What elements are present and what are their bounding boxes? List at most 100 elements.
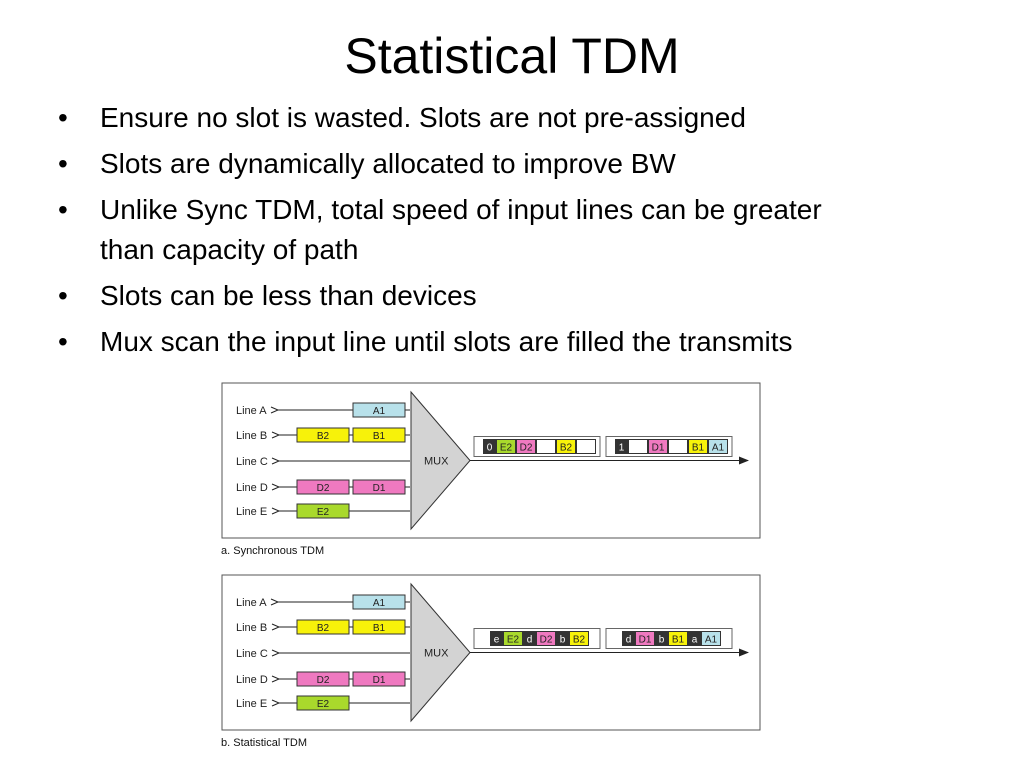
line-arrow-icon bbox=[271, 483, 281, 491]
data-unit bbox=[352, 402, 406, 418]
frame-slot bbox=[668, 631, 688, 646]
line-label: Line D bbox=[236, 482, 268, 494]
frame-slot bbox=[536, 439, 556, 454]
sync-caption: a. Synchronous TDM bbox=[221, 545, 324, 557]
line-arrow-icon bbox=[270, 598, 280, 606]
mux-label: MUX bbox=[424, 648, 449, 660]
line-label: Line A bbox=[236, 597, 267, 609]
data-unit-label: E2 bbox=[317, 699, 330, 710]
frame-slot bbox=[556, 439, 576, 454]
data-unit bbox=[296, 479, 350, 495]
data-unit-label: D1 bbox=[373, 483, 386, 494]
frame-slot-label: 0 bbox=[487, 443, 493, 454]
frame-slot bbox=[615, 439, 628, 454]
bullet-glyph: • bbox=[58, 148, 68, 179]
frame-slot-label: e bbox=[494, 635, 500, 646]
bullet-glyph: • bbox=[58, 280, 68, 311]
data-unit-label: A1 bbox=[373, 598, 386, 609]
data-unit bbox=[296, 671, 350, 687]
bullet-item: • Ensure no slot is wasted. Slots are no… bbox=[56, 98, 986, 138]
frame-slot bbox=[496, 439, 516, 454]
frame-slot-label: B2 bbox=[560, 443, 573, 454]
line-label: Line A bbox=[236, 405, 267, 417]
stat-caption: b. Statistical TDM bbox=[221, 737, 307, 749]
frame-slot-label: a bbox=[692, 635, 698, 646]
line-arrow-icon bbox=[270, 406, 280, 414]
frame-slot-label: d bbox=[527, 635, 533, 646]
frame-slot bbox=[635, 631, 655, 646]
frame-slot-label: D2 bbox=[520, 443, 533, 454]
line-label: Line B bbox=[236, 430, 267, 442]
line-label: Line C bbox=[236, 648, 268, 660]
data-unit-label: D2 bbox=[317, 483, 330, 494]
frame-slot-label: 1 bbox=[619, 443, 625, 454]
line-label: Line C bbox=[236, 456, 268, 468]
line-label: Line E bbox=[236, 506, 267, 518]
bullet-item: • Slots can be less than devices bbox=[56, 276, 986, 316]
frame-slot bbox=[576, 439, 596, 454]
frame-slot bbox=[708, 439, 728, 454]
frame-slot bbox=[503, 631, 523, 646]
mux-label: MUX bbox=[424, 456, 449, 468]
frame-slot-label: A1 bbox=[705, 635, 718, 646]
frame-slot bbox=[523, 631, 536, 646]
data-unit bbox=[352, 594, 406, 610]
bullet-glyph: • bbox=[58, 102, 68, 133]
frame-slot bbox=[483, 439, 496, 454]
bullet-text: Slots can be less than devices bbox=[100, 280, 477, 311]
bullet-glyph: • bbox=[58, 326, 68, 357]
data-unit bbox=[296, 503, 350, 519]
line-arrow-icon bbox=[271, 699, 281, 707]
bullet-item: • Slots are dynamically allocated to imp… bbox=[56, 144, 986, 184]
line-label: Line D bbox=[236, 674, 268, 686]
bullet-text: Mux scan the input line until slots are … bbox=[100, 326, 793, 357]
frame-slot bbox=[688, 631, 701, 646]
frame-slot-label: b bbox=[659, 635, 665, 646]
frame-slot-label: B2 bbox=[573, 635, 586, 646]
line-arrow-icon bbox=[271, 623, 281, 631]
frame-slot-label: E2 bbox=[500, 443, 513, 454]
data-unit-label: D2 bbox=[317, 675, 330, 686]
line-label: Line B bbox=[236, 622, 267, 634]
frame-slot bbox=[622, 631, 635, 646]
frame-slot-label: D1 bbox=[639, 635, 652, 646]
line-arrow-icon bbox=[271, 431, 281, 439]
frame-slot-label: D2 bbox=[540, 635, 553, 646]
data-unit bbox=[296, 619, 350, 635]
frame-slot-label: D1 bbox=[652, 443, 665, 454]
data-unit bbox=[296, 427, 350, 443]
bullet-text: Ensure no slot is wasted. Slots are not … bbox=[100, 102, 746, 133]
frame-slot bbox=[536, 631, 556, 646]
data-unit bbox=[352, 427, 406, 443]
frame-slot bbox=[688, 439, 708, 454]
frame-slot-label: d bbox=[626, 635, 632, 646]
frame-slot bbox=[668, 439, 688, 454]
frame-slot bbox=[569, 631, 589, 646]
line-label: Line E bbox=[236, 698, 267, 710]
frame-slot bbox=[701, 631, 721, 646]
bullet-text: Unlike Sync TDM, total speed of input li… bbox=[100, 194, 822, 265]
line-arrow-icon bbox=[271, 649, 281, 657]
frame-slot-label: b bbox=[560, 635, 566, 646]
frame-slot-label: E2 bbox=[507, 635, 520, 646]
page-title: Statistical TDM bbox=[344, 28, 680, 84]
data-unit-label: B1 bbox=[373, 623, 386, 634]
line-arrow-icon bbox=[271, 457, 281, 465]
frame-slot-label: B1 bbox=[672, 635, 685, 646]
data-unit-label: B2 bbox=[317, 623, 330, 634]
frame-slot bbox=[628, 439, 648, 454]
bullet-text: Slots are dynamically allocated to impro… bbox=[100, 148, 676, 179]
data-unit-label: A1 bbox=[373, 406, 386, 417]
data-unit bbox=[352, 479, 406, 495]
frame-slot bbox=[556, 631, 569, 646]
line-arrow-icon bbox=[271, 675, 281, 683]
frame-slot bbox=[648, 439, 668, 454]
data-unit bbox=[296, 695, 350, 711]
frame-slot bbox=[516, 439, 536, 454]
mux-block bbox=[410, 390, 471, 531]
bullet-list: • Ensure no slot is wasted. Slots are no… bbox=[56, 98, 986, 368]
frame-slot bbox=[655, 631, 668, 646]
data-unit-label: D1 bbox=[373, 675, 386, 686]
